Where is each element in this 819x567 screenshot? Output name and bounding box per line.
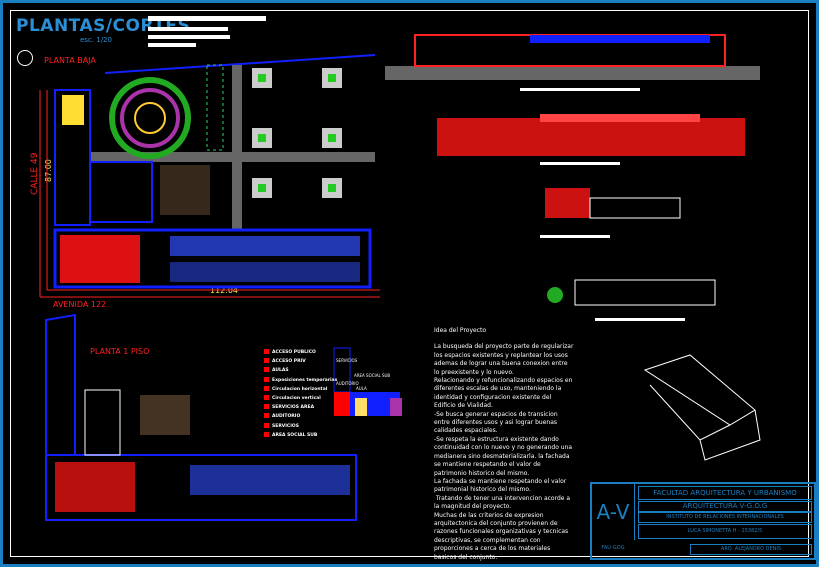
student: LUCA SIMONETTA H - 25382/5: [638, 524, 812, 539]
redacted-bar: [148, 43, 196, 47]
street-front-label: AVENIDA 122: [53, 300, 107, 309]
logo: A-V: [592, 484, 635, 540]
area-diagram: [333, 347, 402, 416]
legend-item: Circulacion horizontal: [264, 385, 337, 394]
sheet-title: PLANTAS/CORTES: [16, 16, 191, 36]
area-label: SERVICIOS: [336, 358, 358, 363]
elevations: [385, 34, 760, 321]
area-label: AULA: [356, 386, 367, 391]
legend-item: ACCESO PUBLICO: [264, 348, 337, 357]
legend-item: AREA SOCIAL SUB: [264, 431, 337, 440]
north-arrow-icon: [17, 50, 33, 66]
title-block: A-V FACULTAD ARQUITECTURA Y URBANISMO AR…: [590, 482, 816, 560]
project-note-body: La busqueda del proyecto parte de regula…: [434, 343, 574, 561]
redacted-bar: [148, 27, 228, 31]
first-floor-label: PLANTA 1 PISO: [90, 347, 150, 356]
professor: ARQ. ALEJANDRO DENIS: [690, 544, 812, 555]
isometric-view: [643, 354, 761, 461]
project-note: Idea del Proyecto La busqueda del proyect…: [434, 327, 574, 562]
drawing-border: [10, 10, 809, 557]
legend-item: AUDITORIO: [264, 412, 337, 421]
redacted-bar: [148, 16, 266, 21]
legend-item: Circulacion vertical: [264, 394, 337, 403]
ground-floor-label: PLANTA BAJA: [44, 56, 96, 65]
faculty: FACULTAD ARQUITECTURA Y URBANISMO: [638, 486, 812, 500]
ground-floor-plan: [39, 54, 380, 298]
legend: ACCESO PUBLICO ACCESO PRIV AULAS Exposic…: [264, 348, 337, 440]
area-label: AUDITORIO: [336, 381, 359, 386]
redacted-bar: [148, 35, 230, 39]
first-floor-plan: [45, 313, 357, 521]
sheet-scale: esc. 1/20: [80, 36, 112, 44]
legend-item: AULAS: [264, 366, 337, 375]
area-label: AREA SOCIAL SUB: [354, 373, 391, 378]
legend-item: ACCESO PRIV: [264, 357, 337, 366]
legend-item: SERVICIOS AREA: [264, 403, 337, 412]
course: ARQUITECTURA V-G.O.G: [638, 501, 812, 512]
project-note-heading: Idea del Proyecto: [434, 327, 487, 334]
legend-item: Exposiciones temporarias: [264, 376, 337, 385]
institute: INSTITUTO DE RELACIONES INTERNACIONALES: [638, 512, 812, 523]
sheet-code: FAU-GOG: [601, 545, 625, 551]
legend-item: SERVICIOS: [264, 422, 337, 431]
